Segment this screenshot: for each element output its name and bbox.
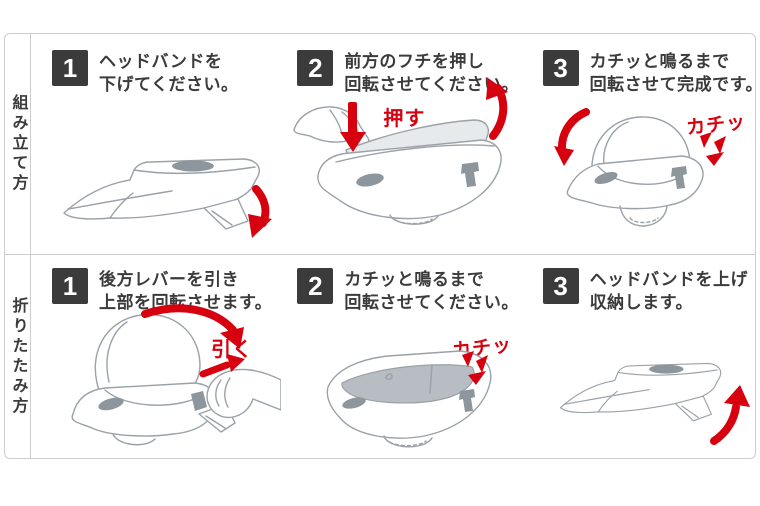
step-instruction-line2: 下げてください。 xyxy=(99,74,239,94)
step-instruction-line1: 後方レバーを引き xyxy=(99,270,239,289)
step-number-badge: 2 xyxy=(297,50,334,86)
step-instruction: ヘッドバンドを上げ 収納します。 xyxy=(590,268,748,315)
instruction-table: 組み立て方 1 ヘッドバンドを 下げてください。 xyxy=(4,33,760,459)
folding-section-title: 折りたたみ方 xyxy=(9,297,27,417)
step-number-badge: 2 xyxy=(297,268,334,304)
step-header: 1 後方レバーを引き 上部を回転させます。 xyxy=(52,268,272,315)
step-instruction-line2: 上部を回転させます。 xyxy=(99,292,273,312)
step-instruction: カチッと鳴るまで 回転させて完成です。 xyxy=(590,50,760,97)
click-burst-icon xyxy=(699,132,726,166)
step-instruction-line1: カチッと鳴るまで xyxy=(344,270,485,289)
rotate-back-arrow-icon xyxy=(141,304,244,349)
step-header: 2 カチッと鳴るまで 回転させてください。 xyxy=(297,268,519,315)
step-header: 3 カチッと鳴るまで 回転させて完成です。 xyxy=(542,50,760,97)
step-instruction: カチッと鳴るまで 回転させてください。 xyxy=(344,268,519,315)
helmet-pull-lever-illustration xyxy=(71,304,281,446)
helmet-open-bowl-illustration xyxy=(326,350,492,448)
step-header: 1 ヘッドバンドを 下げてください。 xyxy=(52,50,239,97)
step-instruction-line1: カチッと鳴るまで xyxy=(589,52,730,71)
step-instruction: 前方のフチを押し 回転させてください。 xyxy=(344,50,519,97)
folded-helmet-illustration xyxy=(63,158,272,238)
step-number-badge: 1 xyxy=(52,50,88,86)
step-instruction-line2: 回転させてください。 xyxy=(344,292,519,312)
assembly-section-title: 組み立て方 xyxy=(9,94,27,194)
helmet-complete-illustration xyxy=(553,108,726,227)
step-number-badge: 3 xyxy=(542,268,579,304)
step-instruction-line2: 回転させてください。 xyxy=(344,74,519,94)
step-instruction-line2: 収納します。 xyxy=(589,292,693,312)
step-header: 2 前方のフチを押し 回転させてください。 xyxy=(297,50,519,97)
push-down-arrow-icon xyxy=(340,102,367,152)
folding-section: 折りたたみ方 1 後方レバーを引き 上部を回転させます。 引く xyxy=(5,255,755,459)
assembly-section: 組み立て方 1 ヘッドバンドを 下げてください。 xyxy=(5,34,760,255)
assembly-step-1: 1 ヘッドバンドを 下げてください。 xyxy=(31,34,272,254)
folding-step-1: 1 後方レバーを引き 上部を回転させます。 引く xyxy=(31,255,281,459)
step-instruction: ヘッドバンドを 下げてください。 xyxy=(99,50,239,97)
folded-helmet-store-illustration xyxy=(559,362,750,445)
assembly-step-2: 2 前方のフチを押し 回転させてください。 押す xyxy=(272,34,518,254)
assembly-section-header: 組み立て方 xyxy=(5,34,31,254)
store-up-arrow-icon xyxy=(709,385,750,445)
step-instruction-line1: 前方のフチを押し xyxy=(344,52,485,71)
step-number-badge: 3 xyxy=(542,50,579,86)
assembly-step-3: 3 カチッと鳴るまで 回転させて完成です。 カチッ xyxy=(514,34,760,254)
click-burst-icon xyxy=(462,351,489,385)
step-instruction-line1: ヘッドバンドを xyxy=(99,52,223,71)
rotate-down-arrow-icon xyxy=(248,185,272,238)
hand-icon xyxy=(206,368,281,419)
pull-callout-label: 引く xyxy=(211,339,253,361)
folding-step-2: 2 カチッと鳴るまで 回転させてください。 カチッ xyxy=(272,255,518,459)
step-instruction-line1: ヘッドバンドを上げ xyxy=(589,270,749,289)
pull-arrow-icon xyxy=(199,354,245,378)
folding-step-3: 3 ヘッドバンドを上げ 収納します。 xyxy=(514,255,755,459)
rotate-close-arrow-icon xyxy=(553,108,590,166)
step-instruction: 後方レバーを引き 上部を回転させます。 xyxy=(99,268,272,315)
push-callout-label: 押す xyxy=(383,108,426,130)
rotate-up-arrow-icon xyxy=(486,78,509,140)
step-header: 3 ヘッドバンドを上げ 収納します。 xyxy=(542,268,748,315)
folding-section-header: 折りたたみ方 xyxy=(5,255,31,459)
step-number-badge: 1 xyxy=(52,268,88,304)
step-instruction-line2: 回転させて完成です。 xyxy=(589,74,760,94)
helmet-push-illustration xyxy=(293,78,509,225)
